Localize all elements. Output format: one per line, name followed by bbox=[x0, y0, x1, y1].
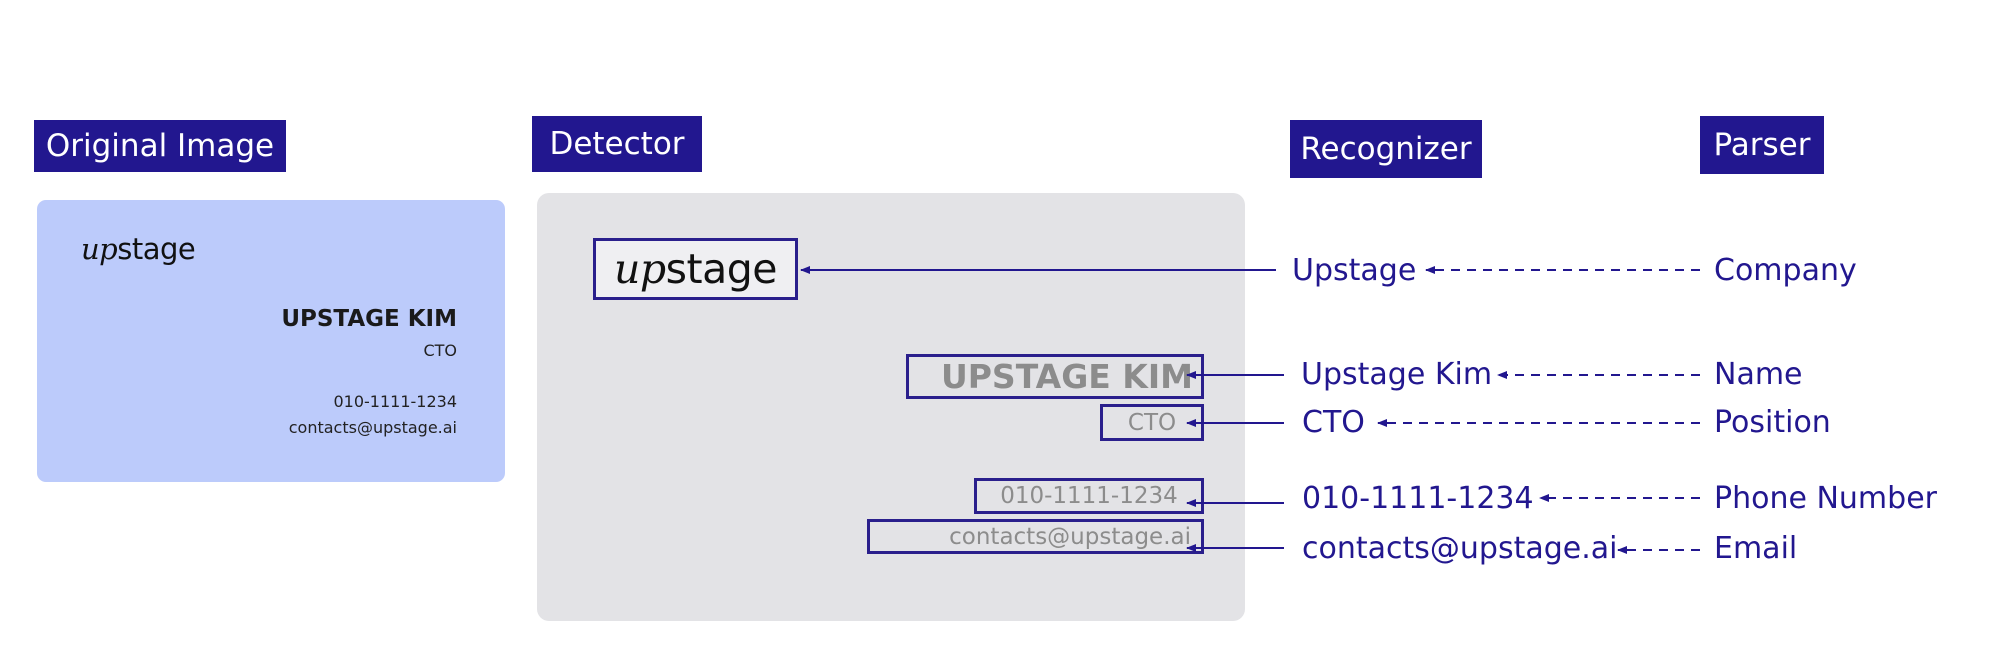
detected-name-box: UPSTAGE KIM bbox=[906, 354, 1204, 399]
recognized-position: CTO bbox=[1302, 405, 1365, 440]
parsed-phone: Phone Number bbox=[1714, 481, 1937, 516]
card-name: UPSTAGE KIM bbox=[281, 306, 457, 332]
detected-logo: upstage bbox=[614, 245, 777, 293]
recognized-phone: 010-1111-1234 bbox=[1302, 481, 1534, 516]
recognizer-label: Recognizer bbox=[1290, 120, 1482, 178]
detected-phone-box: 010-1111-1234 bbox=[974, 478, 1204, 514]
detected-logo-box: upstage bbox=[593, 238, 798, 300]
company-logo: upstage bbox=[81, 232, 196, 266]
parsed-company: Company bbox=[1714, 253, 1857, 288]
parsed-email: Email bbox=[1714, 531, 1798, 566]
original-business-card: upstage UPSTAGE KIM CTO 010-1111-1234 co… bbox=[37, 200, 505, 482]
card-phone: 010-1111-1234 bbox=[333, 392, 457, 411]
parsed-position: Position bbox=[1714, 405, 1831, 440]
card-position: CTO bbox=[423, 341, 457, 360]
detector-label: Detector bbox=[532, 116, 702, 172]
parser-label: Parser bbox=[1700, 116, 1824, 174]
parsed-name: Name bbox=[1714, 357, 1803, 392]
original-image-label: Original Image bbox=[34, 120, 286, 172]
detector-card: upstage UPSTAGE KIM CTO 010-1111-1234 co… bbox=[537, 193, 1245, 621]
recognized-email: contacts@upstage.ai bbox=[1302, 531, 1618, 566]
card-email: contacts@upstage.ai bbox=[288, 418, 457, 437]
recognized-company: Upstage bbox=[1292, 253, 1417, 288]
recognized-name: Upstage Kim bbox=[1301, 357, 1493, 392]
detected-email-box: contacts@upstage.ai bbox=[867, 519, 1204, 554]
